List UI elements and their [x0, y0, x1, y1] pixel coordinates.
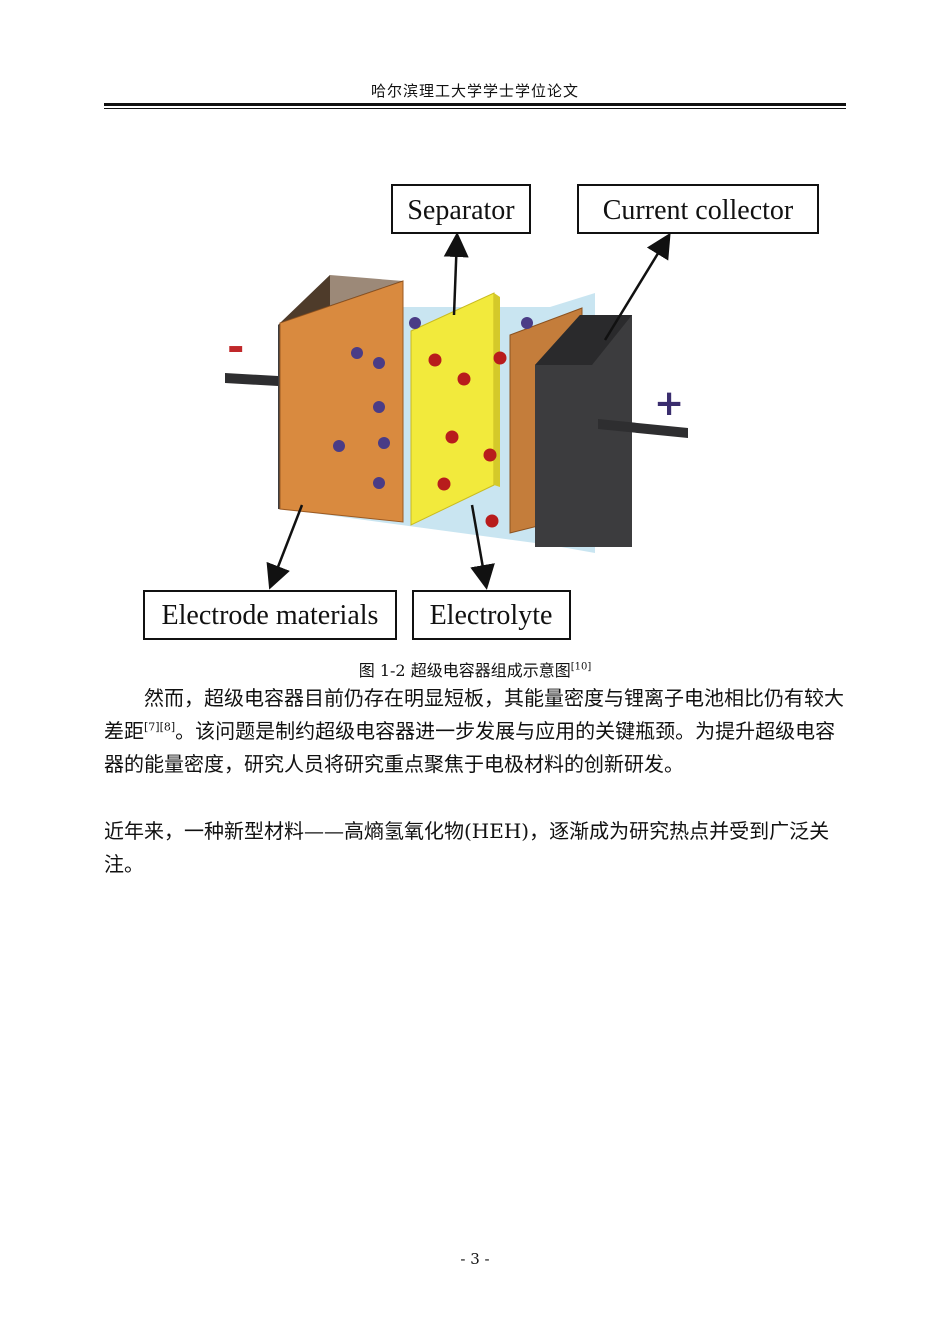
anion [373, 357, 385, 369]
supercapacitor-figure: - + Separator Current collector Electrod… [130, 175, 830, 645]
figure-caption-text: 图 1-2 超级电容器组成示意图 [358, 661, 571, 680]
electrolyte-arrow [470, 504, 495, 590]
body-paragraph-1: 然而，超级电容器目前仍存在明显短板，其能量密度与锂离子电池相比仍有较大差距[7]… [104, 682, 846, 781]
anion [333, 440, 345, 452]
separator-label-box [391, 184, 531, 234]
cation [483, 448, 497, 462]
anion-group [333, 317, 533, 489]
anion [378, 437, 390, 449]
anion [409, 317, 421, 329]
figure-caption-ref: [10] [570, 661, 592, 673]
cation [445, 430, 459, 444]
cation [437, 477, 451, 491]
positive-sign: + [654, 383, 684, 424]
cation-group [428, 351, 507, 528]
anion [521, 317, 533, 329]
body-paragraph-2: 近年来，一种新型材料——高熵氢氧化物(HEH)，逐渐成为研究热点并受到广泛关注。 [104, 819, 830, 876]
electrode-materials-label: Electrode materials [162, 600, 379, 631]
header-rule-thin [104, 108, 846, 109]
page-number: - 3 - [460, 1250, 490, 1268]
running-header: 哈尔滨理工大学学士学位论文 [370, 82, 579, 100]
electrode-materials-label-box [143, 590, 397, 640]
separator-membrane [410, 292, 495, 526]
p1-citation: [7][8] [144, 720, 176, 734]
right-current-collector [535, 315, 632, 547]
cation [428, 353, 442, 367]
supercapacitor-diagram: - + Separator Current collector Electrod… [143, 184, 819, 640]
figure-caption: 图 1-2 超级电容器组成示意图[10] [104, 657, 846, 681]
current-collector-label-box [577, 184, 819, 234]
left-electrode [279, 280, 404, 523]
current-collector-arrow [603, 232, 671, 341]
header-rule-thick [104, 103, 846, 106]
cation [485, 514, 499, 528]
anion [373, 401, 385, 413]
p1-text-b: 。该问题是制约超级电容器进一步发展与应用的关键瓶颈。为提升超级电容器的能量密度，… [104, 719, 836, 776]
separator-label: Separator [407, 195, 515, 226]
current-collector-label: Current collector [603, 195, 794, 226]
anion [351, 347, 363, 359]
separator-arrow [443, 232, 469, 316]
cation [457, 372, 471, 386]
negative-sign: - [227, 322, 244, 371]
p1-text-a: 然而，超级电容器目前仍存在明显短板，其能量密度与锂离子电池相比仍有较大差距 [104, 686, 844, 743]
electrolyte-label-box [412, 590, 571, 640]
cation [493, 351, 507, 365]
anion [373, 477, 385, 489]
positive-terminal [598, 419, 688, 438]
electrolyte-label: Electrolyte [430, 600, 553, 631]
negative-terminal [225, 373, 278, 386]
electrode-arrow [266, 504, 304, 590]
